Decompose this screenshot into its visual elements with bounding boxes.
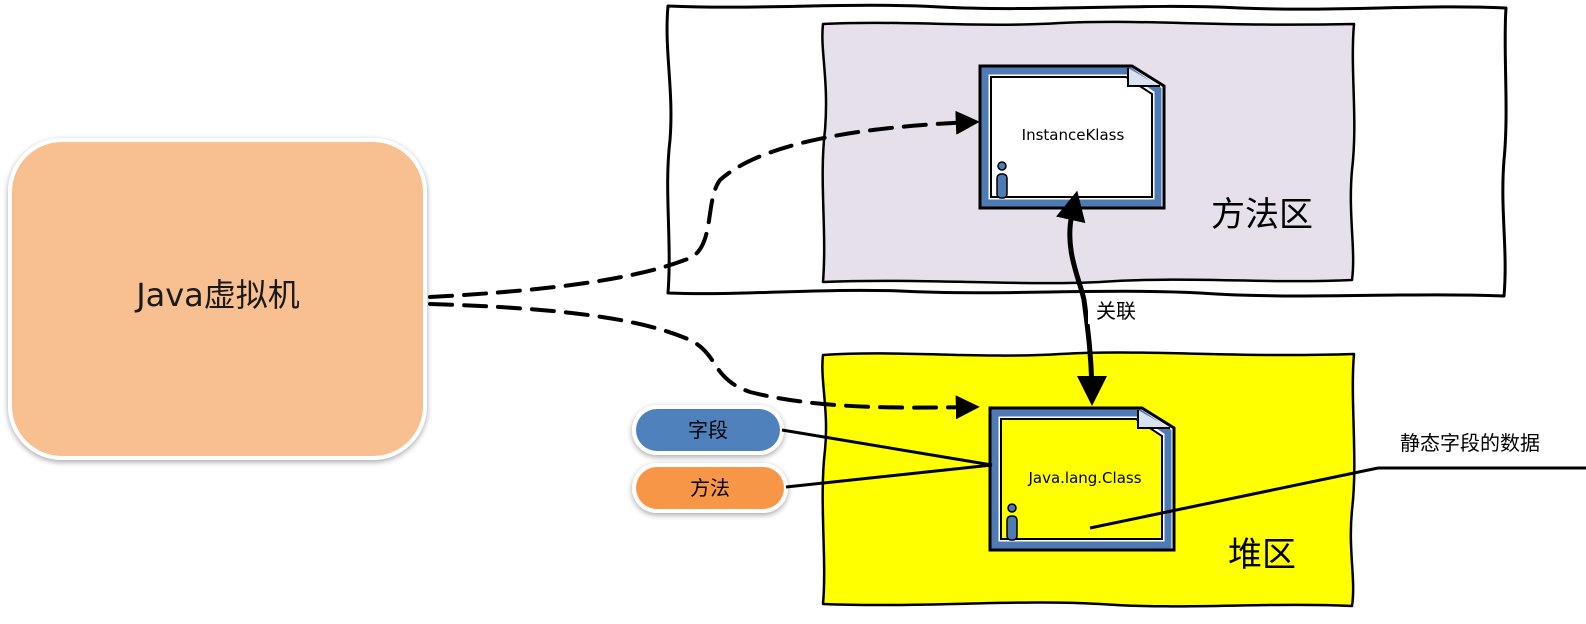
jvm-label: Java虚拟机 [134, 276, 300, 314]
jvm-box: Java虚拟机 [8, 138, 427, 460]
instance-klass-document[interactable]: InstanceKlass [978, 64, 1166, 210]
methods-pill-label: 方法 [690, 476, 730, 500]
java-lang-class-label: Java.lang.Class [1027, 469, 1141, 487]
jvm-connectors [428, 110, 980, 420]
java-lang-class-border [991, 409, 1172, 549]
association-label: 关联 [1096, 299, 1136, 323]
methods-pill-fill [636, 467, 784, 509]
instance-klass-border [981, 67, 1162, 207]
pill-connectors [781, 428, 993, 489]
document-icon [988, 406, 1176, 552]
fields-pill-fill [636, 409, 780, 451]
methods-connector [785, 463, 993, 489]
info-icon [996, 161, 1008, 199]
method-area-label: 方法区 [1211, 195, 1313, 235]
methods-pill[interactable]: 方法 [632, 463, 788, 513]
jvm-to-instance-klass-connector [428, 110, 980, 299]
java-lang-class-document[interactable]: Java.lang.Class [988, 406, 1176, 552]
instance-klass-label: InstanceKlass [1022, 126, 1125, 144]
static-field-data-leader [1089, 466, 1379, 530]
jvm-to-java-lang-class-connector [428, 302, 980, 420]
document-icon [978, 64, 1166, 210]
static-field-data-label: 静态字段的数据 [1400, 431, 1540, 455]
jvm-box-fill [8, 138, 427, 460]
static-field-data-callout: 静态字段的数据 [1089, 431, 1586, 530]
heap-label: 堆区 [1228, 535, 1296, 575]
fields-pill[interactable]: 字段 [632, 405, 784, 455]
fields-connector [781, 428, 993, 467]
info-icon [1006, 503, 1018, 541]
association-connector: 关联 [1056, 190, 1142, 406]
fields-pill-label: 字段 [688, 418, 728, 442]
